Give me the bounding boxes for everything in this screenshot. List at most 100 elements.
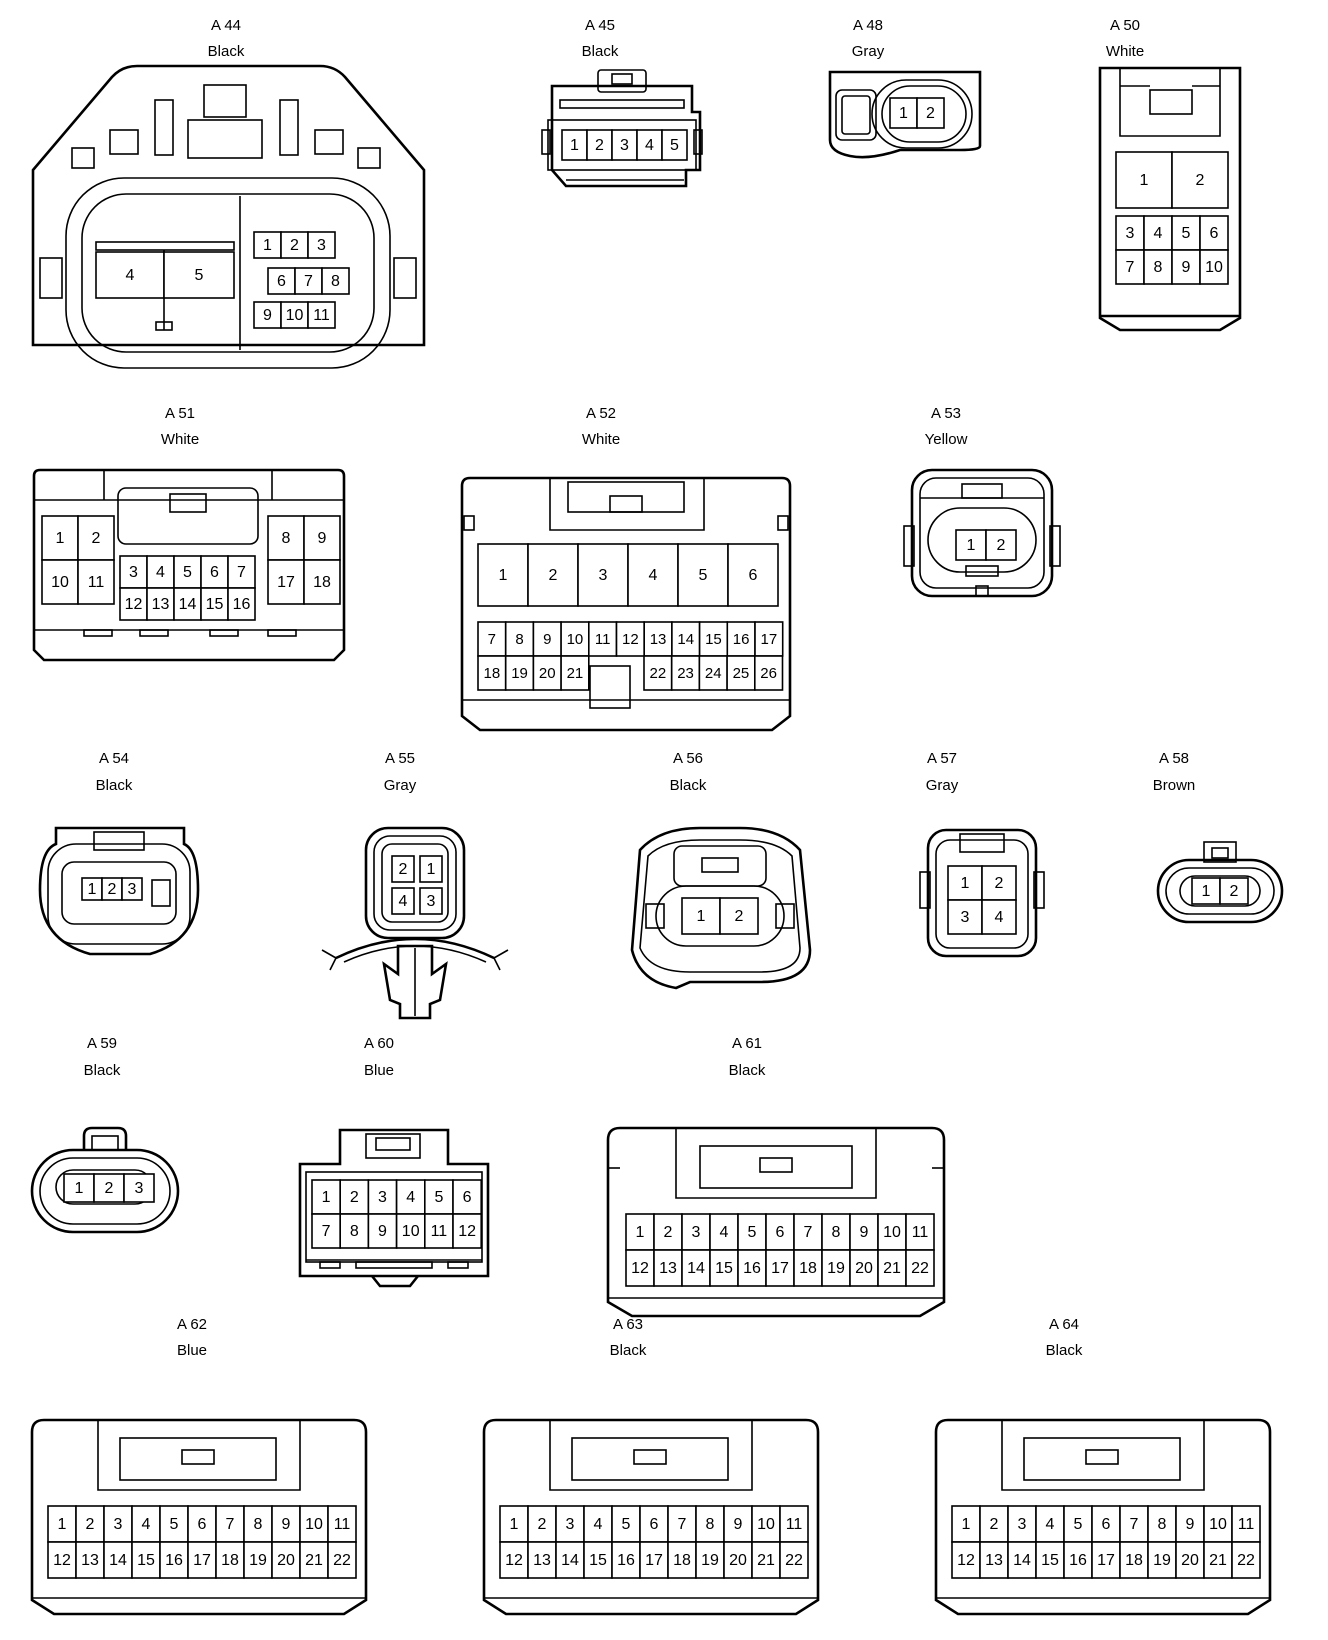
pin-number: 9 bbox=[282, 1516, 291, 1533]
pin-number: 3 bbox=[599, 567, 608, 584]
pin-cavity bbox=[779, 1505, 809, 1543]
pin-cavity bbox=[577, 543, 629, 607]
connector-a58-color: Brown bbox=[1152, 777, 1196, 794]
connector-a53-color: Yellow bbox=[924, 431, 968, 448]
connector-a52-code: A 52 bbox=[585, 405, 617, 422]
pin-cavity bbox=[307, 301, 336, 329]
pin-number: 7 bbox=[488, 631, 496, 648]
pin-number: 3 bbox=[961, 909, 970, 926]
pin-number: 4 bbox=[995, 909, 1004, 926]
pin-cavity bbox=[173, 587, 202, 621]
pin-number: 20 bbox=[855, 1260, 873, 1277]
pin-number: 14 bbox=[687, 1260, 705, 1277]
pin-cavity bbox=[727, 543, 779, 607]
pin-number: 23 bbox=[677, 665, 694, 682]
pin-number: 1 bbox=[75, 1180, 84, 1197]
pin-number: 4 bbox=[649, 567, 658, 584]
pin-number: 6 bbox=[277, 273, 286, 290]
pin-number: 21 bbox=[883, 1260, 901, 1277]
connector-a57-code: A 57 bbox=[926, 750, 958, 767]
pin-number: 6 bbox=[749, 567, 758, 584]
pin-number: 11 bbox=[595, 631, 611, 648]
connector-a44-code: A 44 bbox=[210, 17, 242, 34]
pin-number: 13 bbox=[152, 596, 170, 613]
pin-number: 18 bbox=[221, 1552, 239, 1569]
pin-number: 9 bbox=[734, 1516, 743, 1533]
pin-number: 1 bbox=[56, 530, 65, 547]
pin-cavity bbox=[200, 587, 229, 621]
pin-number: 9 bbox=[263, 307, 272, 324]
pin-number: 3 bbox=[114, 1516, 123, 1533]
pin-cavity bbox=[327, 1541, 357, 1579]
pin-number: 22 bbox=[650, 665, 667, 682]
pin-number: 2 bbox=[538, 1516, 547, 1533]
pin-number: 20 bbox=[729, 1552, 747, 1569]
pin-number: 14 bbox=[179, 596, 197, 613]
pin-cavity bbox=[1171, 151, 1229, 209]
connector-a54-color: Black bbox=[95, 777, 133, 794]
pin-number: 2 bbox=[990, 1516, 999, 1533]
pin-number: 10 bbox=[757, 1516, 775, 1533]
pin-number: 20 bbox=[1181, 1552, 1199, 1569]
pin-cavity bbox=[653, 1213, 683, 1251]
pin-number: 8 bbox=[515, 631, 523, 648]
pin-number: 19 bbox=[827, 1260, 845, 1277]
pin-number: 16 bbox=[1069, 1552, 1087, 1569]
pin-cavity bbox=[187, 1541, 217, 1579]
pin-number: 8 bbox=[1154, 259, 1163, 276]
pin-number: 9 bbox=[860, 1224, 869, 1241]
pin-cavity bbox=[47, 1505, 77, 1543]
pin-number: 8 bbox=[331, 273, 340, 290]
pin-cavity bbox=[611, 1505, 641, 1543]
pin-number: 1 bbox=[58, 1516, 67, 1533]
pin-number: 5 bbox=[1074, 1516, 1083, 1533]
pin-cavity bbox=[753, 655, 784, 691]
pin-cavity bbox=[1115, 215, 1145, 251]
pin-cavity bbox=[979, 1505, 1009, 1543]
connector-a52-color: White bbox=[581, 431, 621, 448]
pin-cavity bbox=[947, 899, 983, 935]
pin-number: 17 bbox=[645, 1552, 663, 1569]
pin-number: 1 bbox=[263, 237, 272, 254]
pin-number: 3 bbox=[566, 1516, 575, 1533]
pin-number: 2 bbox=[350, 1189, 359, 1206]
pin-cavity bbox=[1035, 1541, 1065, 1579]
pin-cavity bbox=[499, 1541, 529, 1579]
pin-number: 1 bbox=[962, 1516, 971, 1533]
pin-cavity bbox=[587, 621, 618, 657]
pin-number: 2 bbox=[995, 875, 1004, 892]
pin-cavity bbox=[63, 1173, 95, 1203]
pin-number: 10 bbox=[567, 631, 584, 648]
pin-cavity bbox=[227, 555, 256, 589]
pin-number: 22 bbox=[333, 1552, 351, 1569]
pin-number: 3 bbox=[427, 893, 436, 910]
pin-cavity bbox=[726, 655, 756, 691]
pin-cavity bbox=[955, 529, 987, 561]
pin-cavity bbox=[41, 559, 79, 605]
pin-cavity bbox=[391, 855, 415, 883]
pin-cavity bbox=[311, 1179, 342, 1215]
pin-number: 13 bbox=[81, 1552, 99, 1569]
connector-a45-code: A 45 bbox=[584, 17, 616, 34]
pin-cavity bbox=[1171, 249, 1201, 285]
pin-cavity bbox=[821, 1249, 851, 1287]
pin-number: 16 bbox=[233, 596, 251, 613]
pin-number: 10 bbox=[402, 1223, 420, 1240]
pin-cavity bbox=[615, 621, 646, 657]
pin-cavity bbox=[367, 1213, 398, 1249]
pin-number: 15 bbox=[705, 631, 722, 648]
connector-a51-color: White bbox=[160, 431, 200, 448]
pin-number: 15 bbox=[137, 1552, 155, 1569]
pin-cavity bbox=[737, 1249, 767, 1287]
pin-cavity bbox=[121, 877, 143, 901]
connector-a61-housing bbox=[606, 1126, 946, 1318]
pin-number: 1 bbox=[427, 861, 436, 878]
pin-number: 8 bbox=[832, 1224, 841, 1241]
pin-number: 3 bbox=[135, 1180, 144, 1197]
pin-number: 12 bbox=[631, 1260, 649, 1277]
pin-number: 7 bbox=[804, 1224, 813, 1241]
pin-cavity bbox=[555, 1541, 585, 1579]
pin-number: 17 bbox=[193, 1552, 211, 1569]
pin-number: 13 bbox=[533, 1552, 551, 1569]
